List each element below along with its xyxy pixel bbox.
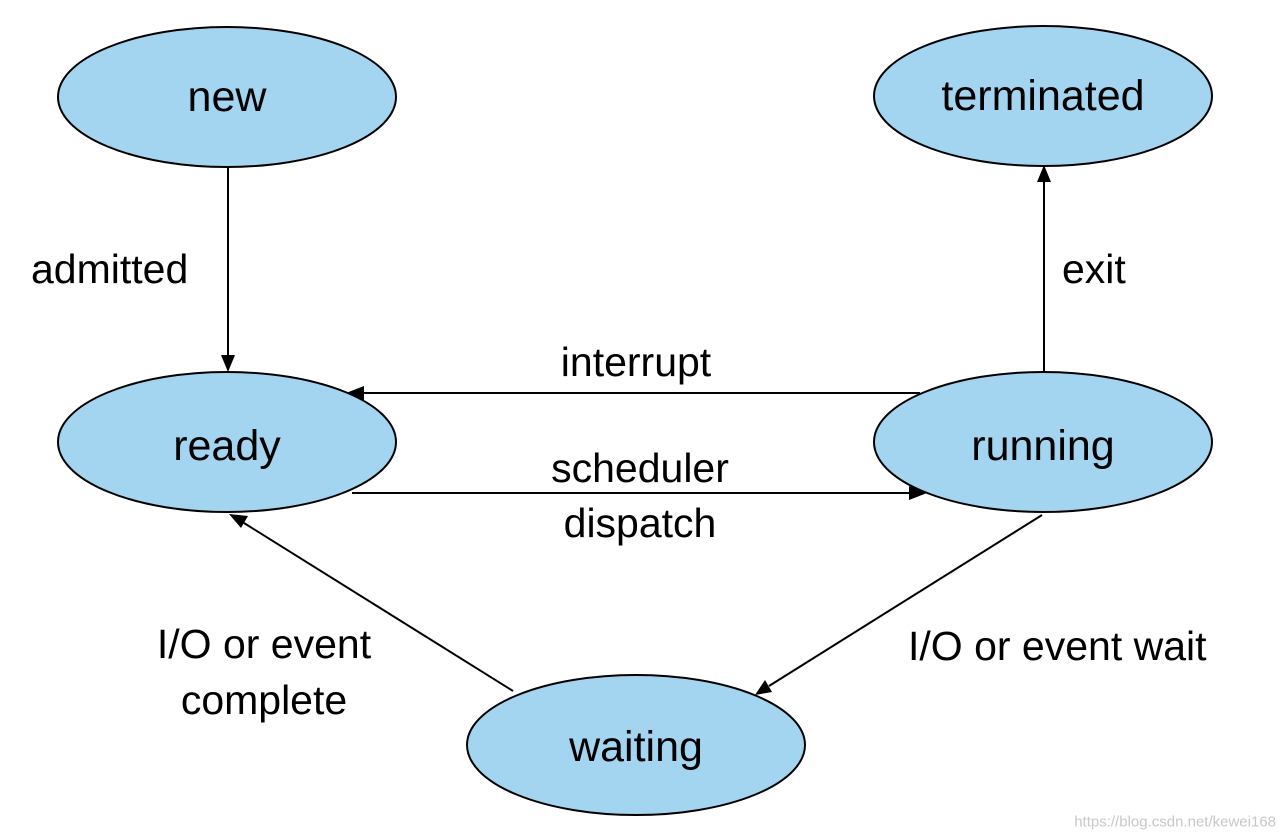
edge-io-wait [755,514,1043,695]
state-terminated: terminated [873,25,1213,167]
arrowhead-admitted [221,355,235,372]
arrowhead-exit [1037,165,1051,182]
state-waiting-label: waiting [568,723,703,771]
edge-interrupt [346,386,920,400]
label-io-complete-line1: I/O or event [157,621,372,667]
state-ready-label: ready [173,422,281,470]
label-scheduler-line2: dispatch [564,500,717,546]
state-running-shape [873,371,1213,513]
arrowhead-interrupt [346,386,364,400]
arrowhead-io-complete [229,514,248,528]
label-admitted: admitted [31,246,188,292]
state-ready: ready [57,371,397,513]
state-new: new [57,26,397,168]
label-scheduler-line1: scheduler [551,445,729,491]
arrowhead-scheduler-dispatch [909,486,927,500]
edge-exit [1037,165,1051,371]
arrowhead-io-wait [755,680,772,695]
label-interrupt: interrupt [561,339,712,385]
state-running: running [873,371,1213,513]
edge-scheduler-dispatch [352,486,927,500]
edge-io-complete [229,514,514,692]
state-terminated-label: terminated [941,72,1144,120]
state-waiting: waiting [466,674,806,816]
label-io-wait: I/O or event wait [908,623,1207,669]
state-new-label: new [188,73,268,121]
watermark-text: https://blog.csdn.net/kewei168 [1074,814,1276,831]
label-io-complete-line2: complete [181,677,347,723]
state-new-shape [57,26,397,168]
edge-admitted [221,166,235,372]
state-waiting-shape [466,674,806,816]
state-terminated-shape [873,25,1213,167]
state-running-label: running [971,422,1114,470]
state-ready-shape [57,371,397,513]
label-exit: exit [1062,246,1126,292]
